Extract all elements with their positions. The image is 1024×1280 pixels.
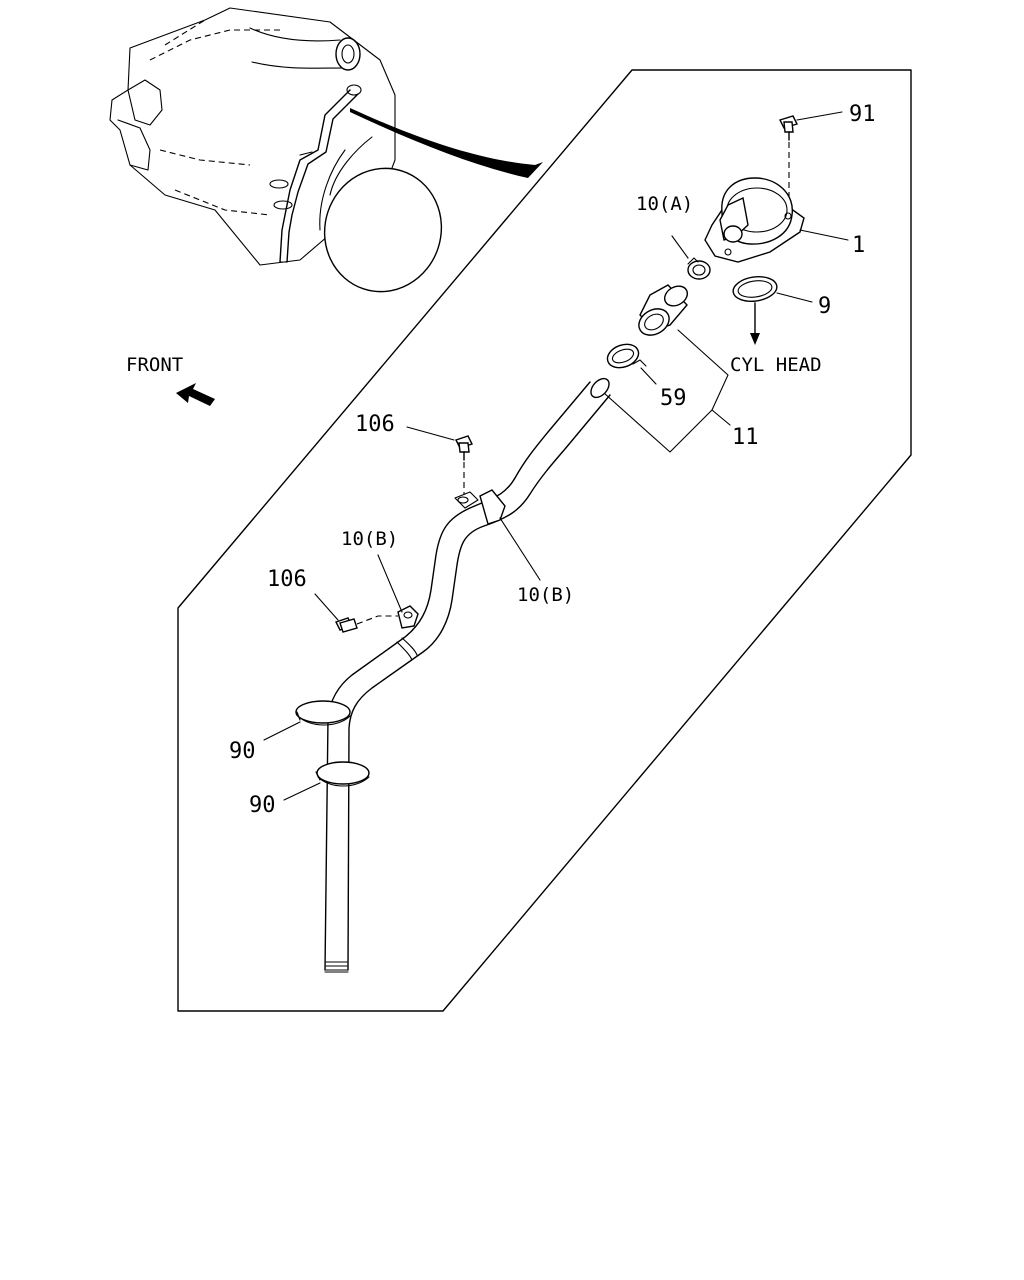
- front-arrow-icon: [176, 383, 215, 406]
- o-ring-part-9: [732, 276, 813, 345]
- bracket-part-10b-upper: [454, 489, 541, 581]
- part-label-106-left: 106: [267, 567, 307, 592]
- bolt-part-106-left: [314, 593, 398, 633]
- part-label-91: 91: [849, 102, 876, 127]
- part-label-106-top: 106: [355, 412, 395, 437]
- engine-overview-illustration: [109, 7, 543, 293]
- front-indicator: FRONT: [126, 354, 215, 406]
- clamp-part-10a: [671, 235, 711, 280]
- dipstick-tube: [324, 377, 611, 973]
- bolt-part-106-top: [406, 426, 473, 495]
- bracket-part-10b-lower: [377, 554, 419, 629]
- part-label-10b-right: 10(B): [517, 584, 574, 606]
- part-label-9: 9: [818, 294, 831, 319]
- front-label: FRONT: [126, 354, 183, 376]
- part-label-1: 1: [852, 233, 865, 258]
- clamp-part-59: [606, 343, 657, 385]
- part-label-90-lower: 90: [249, 793, 276, 818]
- part-label-59: 59: [660, 386, 687, 411]
- clamp-part-90-lower: [283, 761, 370, 801]
- part-label-11: 11: [732, 425, 759, 450]
- part-label-10a: 10(A): [636, 193, 693, 215]
- detail-view-border: [177, 69, 912, 1012]
- part-label-90-upper: 90: [229, 739, 256, 764]
- housing-part-1: [704, 177, 849, 263]
- bolt-part-91: [779, 111, 843, 210]
- hose-part-11: [638, 284, 689, 336]
- clamp-part-90-upper: [263, 700, 351, 741]
- cyl-head-label: CYL HEAD: [730, 354, 822, 376]
- part-label-10b-left: 10(B): [341, 528, 398, 550]
